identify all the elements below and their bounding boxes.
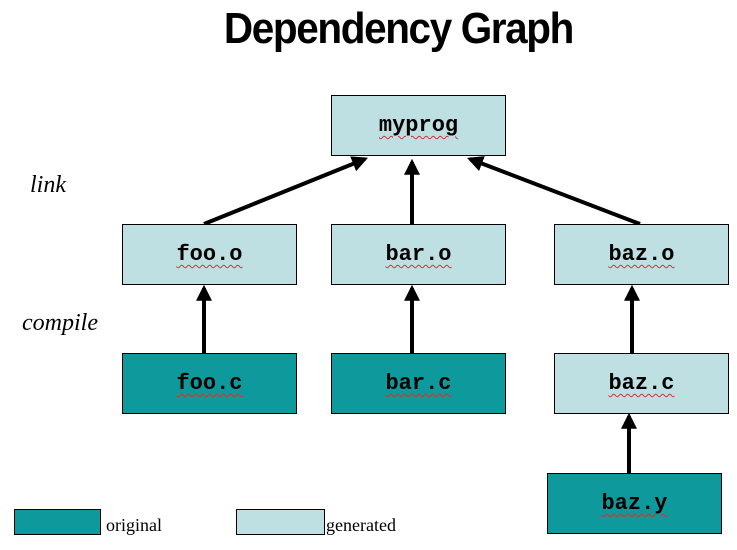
node-foo-o: foo.o <box>122 224 297 285</box>
node-label: myprog <box>378 113 459 138</box>
node-label: baz.y <box>601 491 668 516</box>
node-label: foo.o <box>176 242 243 267</box>
page-title: Dependency Graph <box>223 4 574 53</box>
node-label: baz.o <box>608 242 675 267</box>
stage-label-compile: compile <box>22 310 98 336</box>
node-baz-o: baz.o <box>554 224 729 285</box>
edge-baz-o-to-myprog <box>467 156 641 226</box>
node-label: bar.c <box>385 371 452 396</box>
node-label: baz.c <box>608 371 675 396</box>
node-bar-o: bar.o <box>331 224 506 285</box>
node-foo-c: foo.c <box>122 353 297 414</box>
node-label: foo.c <box>176 371 243 396</box>
node-bar-c: bar.c <box>331 353 506 414</box>
legend-swatch-original <box>14 509 101 535</box>
edge-foo-o-to-myprog <box>203 156 368 226</box>
legend-label-generated: generated <box>326 515 396 535</box>
node-label: bar.o <box>385 242 452 267</box>
stage-label-link: link <box>30 172 66 198</box>
node-baz-y: baz.y <box>547 473 722 534</box>
node-myprog: myprog <box>331 95 506 156</box>
node-baz-c: baz.c <box>554 353 729 414</box>
legend-swatch-generated <box>236 509 325 535</box>
legend-label-original: original <box>106 515 162 535</box>
